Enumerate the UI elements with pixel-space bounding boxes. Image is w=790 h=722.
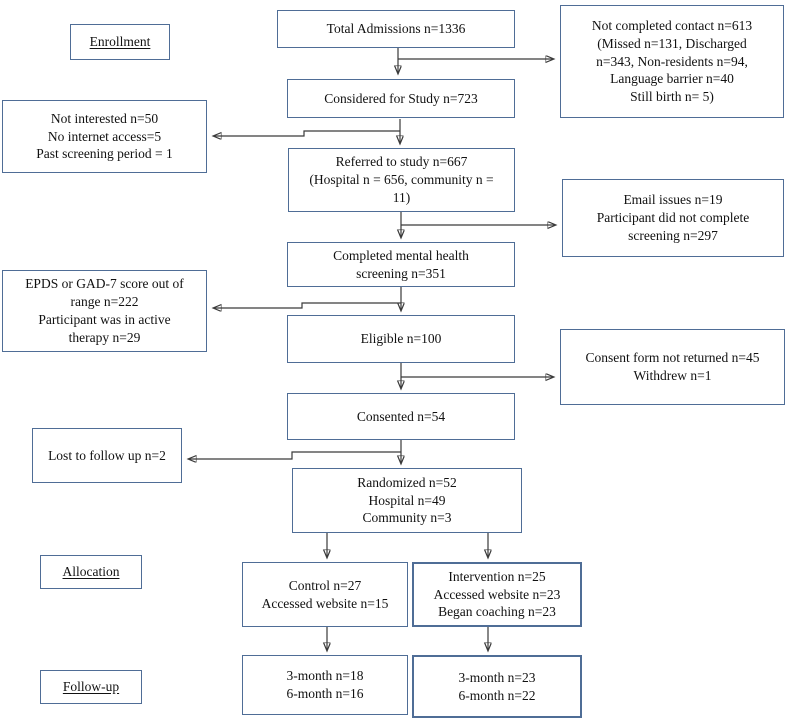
box-epds-out-of-range: EPDS or GAD-7 score out of range n=222 P…	[2, 270, 207, 352]
box-total-admissions-text: Total Admissions n=1336	[326, 21, 466, 37]
box-consent-not-returned-text: Consent form not returned n=45 Withdrew …	[585, 350, 760, 383]
box-randomized-text: Randomized n=52 Hospital n=49 Community …	[357, 474, 457, 526]
stage-label-allocation: Allocation	[40, 555, 142, 589]
box-not-interested: Not interested n=50 No internet access=5…	[2, 100, 207, 173]
box-intervention: Intervention n=25 Accessed website n=23 …	[412, 562, 582, 627]
box-randomized: Randomized n=52 Hospital n=49 Community …	[292, 468, 522, 533]
box-epds-out-of-range-text: EPDS or GAD-7 score out of range n=222 P…	[25, 276, 184, 345]
box-followup-control-text: 3-month n=18 6-month n=16	[286, 668, 364, 701]
box-eligible: Eligible n=100	[287, 315, 515, 363]
box-not-completed-contact: Not completed contact n=613 (Missed n=13…	[560, 5, 784, 118]
box-not-interested-text: Not interested n=50 No internet access=5…	[36, 110, 173, 162]
box-followup-control: 3-month n=18 6-month n=16	[242, 655, 408, 715]
box-followup-intervention-text: 3-month n=23 6-month n=22	[458, 669, 536, 703]
box-not-completed-contact-text: Not completed contact n=613 (Missed n=13…	[591, 17, 753, 105]
stage-label-followup-text: Follow-up	[62, 679, 120, 695]
box-lost-to-followup: Lost to follow up n=2	[32, 428, 182, 483]
box-lost-to-followup-text: Lost to follow up n=2	[48, 447, 166, 463]
connector-branch-epds-out-of-range	[214, 302, 401, 308]
box-control: Control n=27 Accessed website n=15	[242, 562, 408, 627]
box-followup-intervention: 3-month n=23 6-month n=22	[412, 655, 582, 718]
box-considered-for-study: Considered for Study n=723	[287, 79, 515, 118]
box-referred-to-study: Referred to study n=667 (Hospital n = 65…	[288, 148, 515, 212]
box-completed-screening: Completed mental health screening n=351	[287, 242, 515, 287]
box-completed-screening-text: Completed mental health screening n=351	[333, 247, 469, 281]
stage-label-enrollment-text: Enrollment	[89, 34, 151, 50]
stage-label-allocation-text: Allocation	[62, 564, 120, 580]
box-consented-text: Consented n=54	[356, 408, 446, 424]
connector-branch-lost-followup	[189, 451, 401, 459]
box-email-issues-text: Email issues n=19 Participant did not co…	[596, 192, 750, 243]
box-referred-to-study-text: Referred to study n=667 (Hospital n = 65…	[309, 154, 494, 205]
box-eligible-text: Eligible n=100	[360, 331, 442, 347]
box-email-issues: Email issues n=19 Participant did not co…	[562, 179, 784, 257]
stage-label-enrollment: Enrollment	[70, 24, 170, 60]
box-intervention-text: Intervention n=25 Accessed website n=23 …	[433, 568, 561, 620]
box-consent-not-returned: Consent form not returned n=45 Withdrew …	[560, 329, 785, 405]
box-considered-for-study-text: Considered for Study n=723	[324, 90, 478, 106]
stage-label-followup: Follow-up	[40, 670, 142, 704]
box-total-admissions: Total Admissions n=1336	[277, 10, 515, 48]
connector-branch-not-interested	[214, 130, 400, 136]
box-control-text: Control n=27 Accessed website n=15	[261, 577, 389, 611]
box-consented: Consented n=54	[287, 393, 515, 440]
